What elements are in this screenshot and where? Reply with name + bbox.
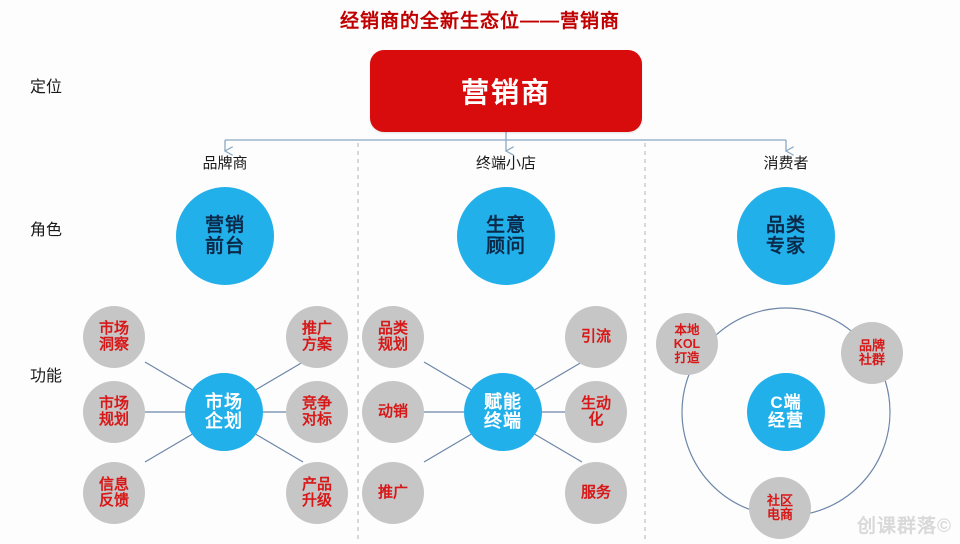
node-line-1: 动销 [377, 402, 408, 420]
role-line-2: 前台 [204, 236, 245, 257]
node-line-1: 品类 [377, 319, 408, 337]
function-node-information-feedback[interactable]: 信息 反馈 [83, 462, 145, 524]
column-header-store: 终端小店 [475, 155, 536, 172]
function-node-promotion[interactable]: 推广 [362, 462, 424, 524]
node-line-3: 打造 [674, 351, 700, 366]
hub-node-consumer-operation[interactable]: C端 经营 [747, 373, 825, 451]
node-line-1: 市场 [98, 319, 129, 337]
function-node-competitive-benchmark[interactable]: 竞争 对标 [286, 381, 348, 443]
node-line-2: 洞察 [98, 336, 129, 353]
hub-node-empower-terminal[interactable]: 赋能 终端 [464, 373, 542, 451]
node-line-2: 电商 [766, 507, 793, 522]
node-line-2: 对标 [301, 411, 332, 428]
role-line-2: 顾问 [485, 236, 526, 257]
watermark: 创课群落© [857, 516, 952, 537]
node-line-1: 竞争 [301, 394, 332, 412]
hub-node-market-planning[interactable]: 市场 企划 [185, 373, 263, 451]
hub-line-2: 终端 [484, 411, 522, 431]
orbit-node-local-kol[interactable]: 本地 KOL 打造 [656, 313, 718, 375]
root-node-marketer[interactable]: 营销商 [370, 50, 642, 132]
role-line-2: 专家 [765, 236, 806, 257]
role-circle-store[interactable]: 生意 顾问 [457, 187, 555, 285]
row-label-positioning: 定位 [30, 79, 63, 96]
function-node-category-planning[interactable]: 品类 规划 [362, 306, 424, 368]
root-node-label: 营销商 [460, 77, 551, 108]
function-node-service[interactable]: 服务 [565, 462, 627, 524]
row-label-function: 功能 [30, 368, 63, 385]
node-line-1: 推广 [301, 319, 332, 337]
function-node-vivid-display[interactable]: 生动 化 [565, 381, 627, 443]
node-line-2: 化 [588, 411, 604, 428]
node-line-2: 升级 [301, 492, 332, 509]
node-line-2: 方案 [301, 336, 332, 353]
column-header-consumer: 消费者 [763, 155, 809, 172]
function-node-sales-drive[interactable]: 动销 [362, 381, 424, 443]
node-line-1: 生动 [580, 394, 611, 412]
node-line-2: 规划 [98, 411, 129, 428]
node-line-2: KOL [673, 336, 701, 351]
hub-line-1: C端 [770, 392, 802, 412]
role-circle-consumer[interactable]: 品类 专家 [737, 187, 835, 285]
function-node-product-upgrade[interactable]: 产品 升级 [286, 462, 348, 524]
node-line-2: 规划 [377, 336, 408, 353]
node-line-1: 推广 [377, 483, 408, 501]
role-line-1: 营销 [204, 214, 245, 236]
node-line-1: 本地 [674, 322, 700, 337]
role-line-1: 品类 [765, 214, 806, 236]
function-node-promotion-plan[interactable]: 推广 方案 [286, 306, 348, 368]
hub-line-2: 经营 [768, 411, 804, 430]
role-circle-brand[interactable]: 营销 前台 [176, 187, 274, 285]
column-header-brand: 品牌商 [202, 155, 248, 172]
role-line-1: 生意 [485, 214, 526, 236]
node-line-1: 品牌 [858, 337, 885, 353]
orbit-node-community-ecommerce[interactable]: 社区 电商 [749, 477, 811, 539]
node-line-1: 社区 [766, 492, 793, 508]
node-line-1: 产品 [301, 475, 332, 493]
node-line-1: 服务 [580, 483, 611, 501]
orbit-node-brand-community[interactable]: 品牌 社群 [841, 322, 903, 384]
node-line-2: 社群 [858, 352, 885, 367]
function-node-market-plan[interactable]: 市场 规划 [83, 381, 145, 443]
function-node-market-insight[interactable]: 市场 洞察 [83, 306, 145, 368]
node-line-1: 市场 [98, 394, 129, 412]
hub-line-1: 赋能 [484, 391, 522, 412]
node-line-1: 引流 [580, 327, 611, 345]
hub-line-2: 企划 [205, 411, 243, 431]
hub-line-1: 市场 [205, 391, 243, 412]
row-label-role: 角色 [30, 222, 63, 239]
function-node-traffic-drive[interactable]: 引流 [565, 306, 627, 368]
node-line-1: 信息 [98, 475, 129, 493]
node-line-2: 反馈 [98, 492, 129, 509]
page-title: 经销商的全新生态位——营销商 [339, 11, 620, 32]
